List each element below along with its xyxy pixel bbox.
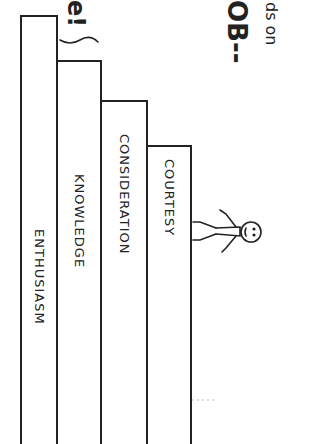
step-block: CONSIDERATION: [100, 100, 148, 444]
step-block: COURTESY: [146, 145, 192, 444]
heading-fragment: OB--: [222, 0, 252, 64]
squiggle: [60, 37, 98, 43]
arm: [220, 210, 236, 227]
smile: [245, 228, 246, 236]
heading-fragment: ds on: [262, 2, 281, 46]
step-label: KNOWLEDGE: [72, 174, 87, 268]
leg: [193, 222, 216, 228]
leg: [193, 234, 216, 240]
step-label: ENTHUSIASM: [32, 229, 47, 325]
step-block: KNOWLEDGE: [56, 60, 102, 444]
heading-fragment: e!: [62, 0, 90, 27]
head: [241, 222, 261, 242]
eye: [253, 234, 255, 236]
step-label: CONSIDERATION: [117, 134, 132, 254]
eye: [253, 228, 255, 230]
body: [216, 227, 240, 236]
faint-line: [192, 400, 215, 401]
step-label: COURTESY: [162, 159, 177, 236]
arm: [222, 236, 236, 252]
step-block: ENTHUSIASM: [20, 15, 58, 444]
